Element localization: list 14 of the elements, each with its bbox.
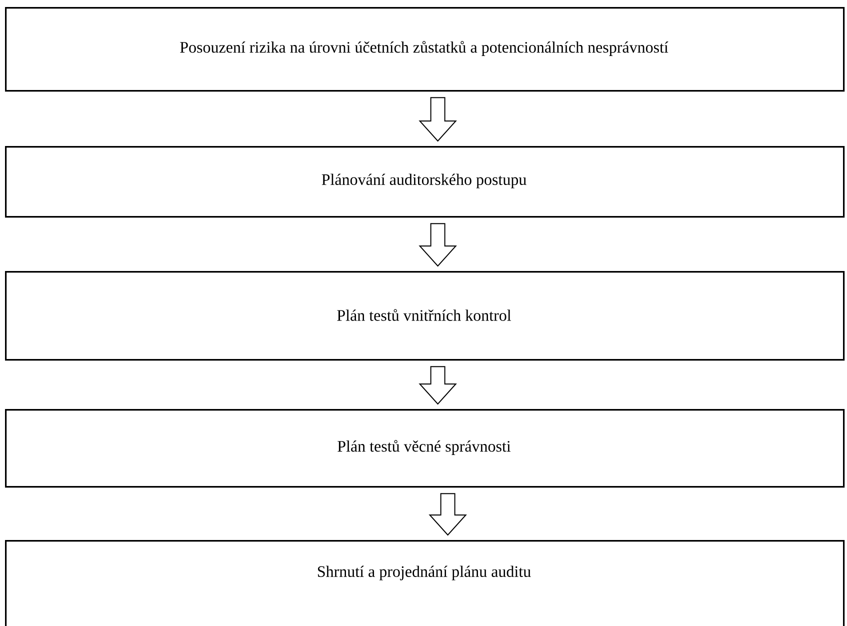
block-arrow <box>418 223 457 267</box>
process-box <box>5 146 845 218</box>
block-arrow <box>418 366 457 405</box>
process-box <box>5 7 845 92</box>
box-text: Posouzení rizika na úrovni účetních zůstatků a potencionálních nesprávností <box>180 41 668 56</box>
box-text: Plánování auditorského postupu <box>322 174 526 188</box>
block-arrow <box>428 493 467 536</box>
process-box <box>5 270 845 361</box>
box-text: Plán testů věcné správnosti <box>338 440 511 455</box>
box-text: Plán testů vnitřních kontrol <box>337 309 512 321</box>
box-text: Shrnutí a projednání plánu auditu <box>318 566 531 580</box>
process-box <box>5 540 845 626</box>
process-box <box>5 408 845 488</box>
block-arrow <box>418 97 457 142</box>
